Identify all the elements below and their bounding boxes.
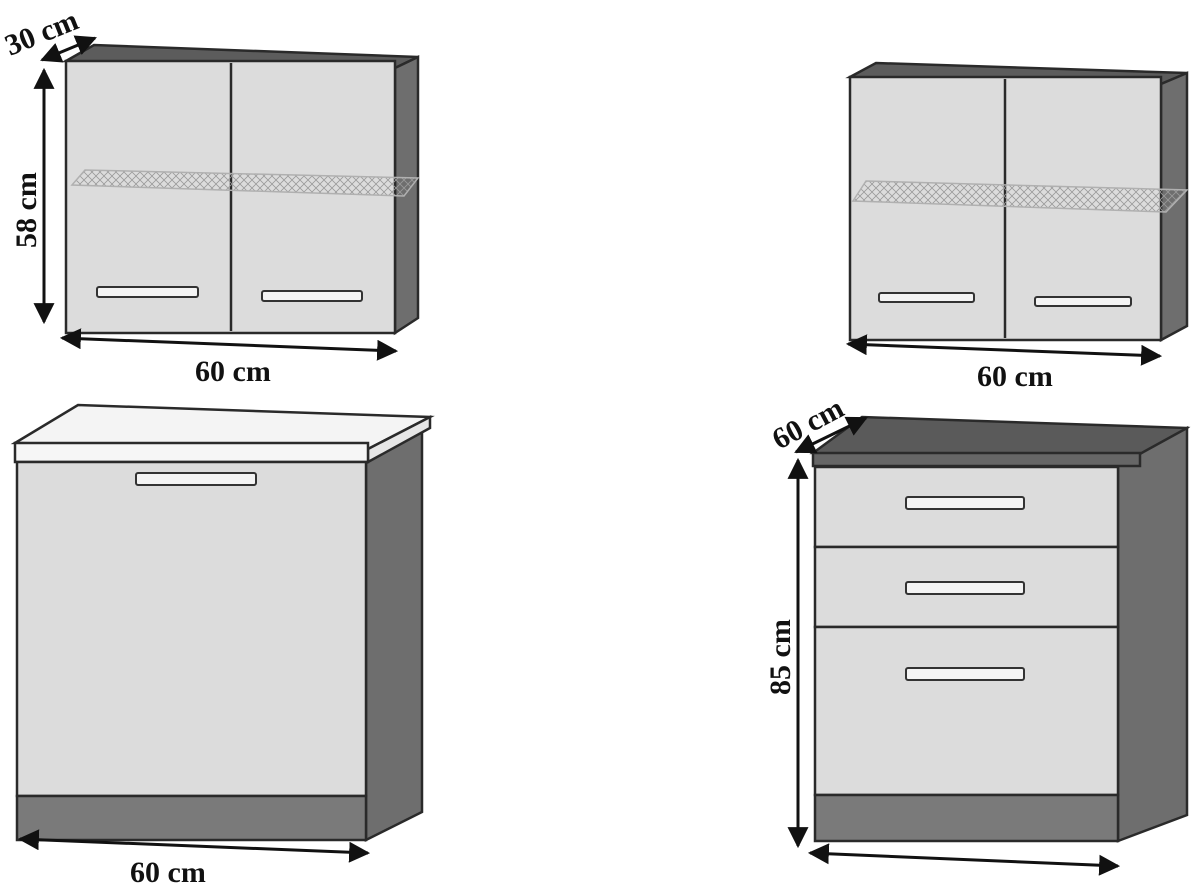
wall-cabinet-right [845,61,1189,343]
drawer-middle [813,545,1120,629]
wall-cabinet-left [61,43,420,336]
wall-right-width-arrow [845,334,1163,366]
base-cabinet-right [809,415,1191,843]
base-right-height-label: 85 cm [764,619,797,695]
wall-cabinet-right-glass-shelf [851,180,1189,213]
wall-left-width-arrow [59,328,399,361]
wall-cabinet-left-handle-right [261,290,363,302]
base-cabinet-left-side [364,427,424,843]
base-cabinet-right-worktop-front [811,451,1142,468]
dimension-arrows [17,35,1163,876]
drawer-top-handle [905,496,1025,510]
drawer-bottom [813,625,1120,797]
wall-left-depth-label: 30 cm [0,3,83,62]
base-cabinet-right-plinth [813,793,1120,843]
drawer-bottom-handle [905,667,1025,681]
wall-left-height-label: 58 cm [10,172,43,248]
base-cabinet-left-plinth [15,794,368,842]
base-left-width-arrow [17,829,371,863]
wall-left-width-label: 60 cm [195,355,271,388]
wall-cabinet-right-handle-right [1034,296,1132,307]
wall-cabinet-left-handle-left [96,286,199,298]
drawer-top [813,465,1120,549]
base-left-width-label: 60 cm [130,856,206,886]
base-right-width-arrow [807,843,1121,876]
drawer-middle-handle [905,581,1025,595]
base-right-depth-arrow [794,416,868,454]
base-cabinet-left-handle [135,472,257,486]
base-cabinet-left-worktop-front [13,441,370,464]
base-cabinet-right-side [1116,425,1189,843]
wall-cabinet-right-handle-left [878,292,975,303]
wall-left-depth-arrow [40,35,97,63]
base-cabinet-left-door [15,460,368,798]
wall-right-width-label: 60 cm [977,360,1053,393]
base-cabinet-left [10,403,435,843]
wall-cabinet-left-glass-shelf [70,169,420,197]
